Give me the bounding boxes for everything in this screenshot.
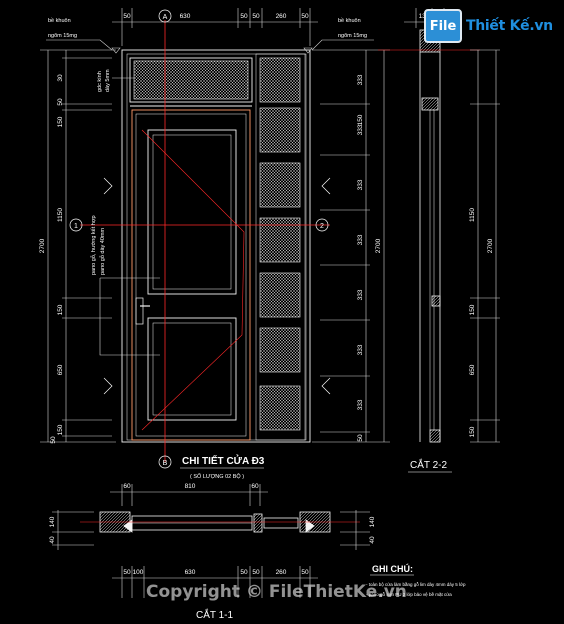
glass-note: gdc kính dày 5mm <box>97 69 111 92</box>
dim-plan-right-1: 40 <box>369 536 376 544</box>
dim-right-7: 150 <box>357 114 364 125</box>
dim-s22-1: 1150 <box>469 208 476 222</box>
door-swing-line <box>141 129 245 431</box>
dim-top-0: 50 <box>123 13 131 20</box>
dim-bottom-3: 50 <box>240 569 248 576</box>
left-dimensions <box>40 49 116 443</box>
drawing-title: CHI TIẾT CỬA Đ3 <box>182 454 265 467</box>
dim-plan-top-2: 60 <box>251 483 259 490</box>
dim-left-head-2: 150 <box>57 116 64 127</box>
dim-bottom-6: 50 <box>301 569 309 576</box>
dim-left-head-1: 50 <box>57 98 64 106</box>
svg-text:dày 5mm: dày 5mm <box>105 69 111 92</box>
plan-side-dims <box>52 510 370 550</box>
dim-left-inner-4: 50 <box>50 436 57 444</box>
axis-lines <box>80 20 330 462</box>
axis-label-bottom: B <box>163 460 168 467</box>
right-dimensions <box>312 49 390 443</box>
bottom-dims <box>112 566 318 598</box>
axis-label-top: A <box>163 14 168 21</box>
svg-text:pano gỗ dày 40mm: pano gỗ dày 40mm <box>99 227 106 275</box>
section-2-2 <box>378 8 480 443</box>
dim-left-inner-0: 1150 <box>57 208 64 222</box>
note-line-2: - pano gỗ sơn PU 2 lớp bảo vệ bề mặt cửa <box>366 591 452 597</box>
axis-label-left: 1 <box>74 223 78 230</box>
dim-bottom-2: 630 <box>185 569 196 576</box>
site-logo: File Thiết Kế.vn <box>424 9 558 43</box>
dim-bottom-0: 50 <box>123 569 131 576</box>
section-2-2-dims <box>470 49 500 443</box>
dim-right-5: 333 <box>357 344 364 355</box>
dim-right-3: 333 <box>357 234 364 245</box>
top-dimension-chain <box>112 8 318 46</box>
dim-right-6: 333 <box>357 399 364 410</box>
note-line-1: - toàn bộ cửa làm bằng gỗ lim dày 4mm dà… <box>366 581 466 587</box>
dim-left-inner-2: 650 <box>57 364 64 375</box>
dim-left-inner-3: 150 <box>57 424 64 435</box>
top-right-note-1: bề khuôn <box>338 18 361 24</box>
dim-bottom-1: 100 <box>133 569 144 576</box>
section-2-2-label: CẮT 2-2 <box>410 458 447 471</box>
dim-right-8: 50 <box>357 434 364 442</box>
notes-title: GHI CHÚ: <box>372 563 413 574</box>
dim-right-0: 333 <box>357 74 364 85</box>
dim-top-2: 50 <box>240 13 248 20</box>
side-glass-panels <box>259 57 301 431</box>
dim-left-inner-1: 150 <box>57 304 64 315</box>
transom-glass <box>133 60 249 100</box>
dim-right-outer: 2700 <box>375 238 382 253</box>
dim-left-outer: 2700 <box>39 238 46 253</box>
dim-s22-2: 150 <box>469 304 476 315</box>
panel-note: pano gỗ, hướng kết hợp pano gỗ dày 40mm <box>90 215 106 275</box>
top-right-note-2: ngõm 15mg <box>338 33 367 39</box>
dim-bottom-5: 260 <box>276 569 287 576</box>
svg-text:pano gỗ, hướng kết hợp: pano gỗ, hướng kết hợp <box>90 215 97 275</box>
copyright-watermark: Copyright © FileThietKe.vn <box>146 582 407 602</box>
dim-right-4: 333 <box>357 289 364 300</box>
dim-bottom-4: 50 <box>252 569 260 576</box>
dim-top-4: 260 <box>276 13 287 20</box>
dim-top-3: 50 <box>252 13 260 20</box>
dim-plan-left-1: 40 <box>49 536 56 544</box>
logo-text: Thiết Kế.vn <box>466 18 553 34</box>
logo-badge: File <box>424 9 462 43</box>
dim-left-head-0: 30 <box>57 74 64 82</box>
dim-plan-top-1: 810 <box>185 483 196 490</box>
plan-top-dims <box>110 484 268 506</box>
plan-section <box>80 511 360 533</box>
dim-top-1: 630 <box>180 13 191 20</box>
top-left-note-2: ngõm 15mg <box>48 33 77 39</box>
dim-plan-right-0: 140 <box>369 516 376 527</box>
dim-s22-3: 650 <box>469 364 476 375</box>
dim-plan-left-0: 140 <box>49 516 56 527</box>
dim-plan-top-0: 60 <box>123 483 131 490</box>
dim-s22-outer: 2700 <box>487 238 494 253</box>
dim-s22-4: 150 <box>469 426 476 437</box>
axis-label-right: 2 <box>320 223 324 230</box>
door-elevation <box>121 49 311 443</box>
section-1-1-label: CẮT 1-1 <box>196 608 233 621</box>
svg-text:gdc kính: gdc kính <box>97 71 103 92</box>
dim-right-2: 333 <box>357 179 364 190</box>
dim-top-5: 50 <box>301 13 309 20</box>
top-left-note-1: bề khuôn <box>48 18 71 24</box>
dim-right-1: 333 <box>357 124 364 135</box>
drawing-subtitle: ( SỐ LƯỢNG 02 BỘ ) <box>190 473 244 480</box>
